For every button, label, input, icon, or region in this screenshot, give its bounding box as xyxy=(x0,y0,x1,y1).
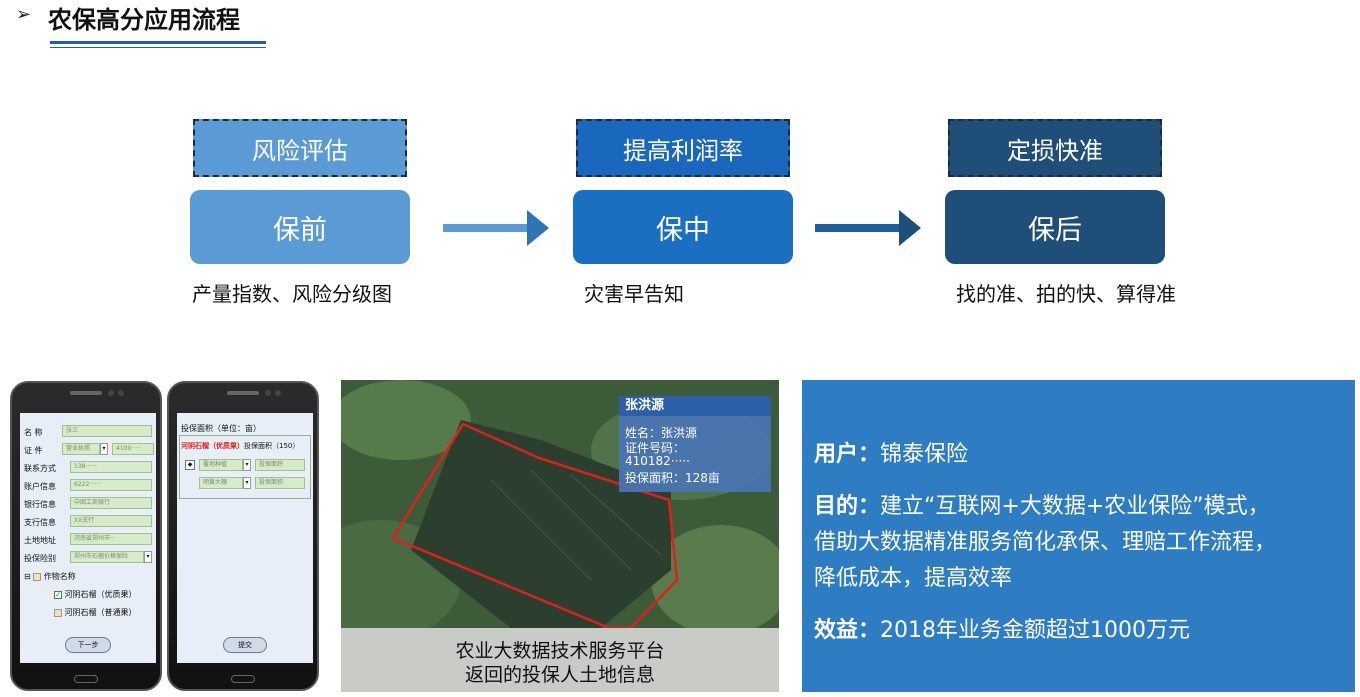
map-caption-line-1: 农业大数据技术服务平台 xyxy=(455,640,665,662)
checkbox-icon[interactable] xyxy=(54,608,62,617)
dropdown-arrow-icon[interactable]: ▾ xyxy=(144,551,152,563)
crop-name: 河阴石榴（优质果） xyxy=(181,442,244,450)
camera-icon xyxy=(108,390,114,396)
next-step-button[interactable]: 下一步 xyxy=(65,637,111,653)
map-caption-band xyxy=(341,628,779,692)
area-value: 投保面积（150） xyxy=(244,442,300,450)
area-header: 投保面积（单位：亩） xyxy=(181,424,261,433)
form-field-phone[interactable]: 138······ xyxy=(70,461,152,473)
form-label-id: 证 件 xyxy=(24,446,43,455)
flow-arrow-1-icon xyxy=(443,210,549,246)
title-underline-thin xyxy=(50,47,266,48)
phone-screen-form: 名 称 张三 证 件 营业执照 ▾ 4100····· 联系方式 138····… xyxy=(20,413,156,663)
area-group-box xyxy=(179,435,311,499)
area-sub-value[interactable]: 投保面积 xyxy=(255,477,305,489)
tree-item[interactable]: ✓ 河阴石榴（优质果） xyxy=(54,589,137,600)
stage-post-insurance: 保后 xyxy=(945,190,1165,264)
form-field-id-type[interactable]: 营业执照 xyxy=(62,443,100,455)
panel-user-line: 用户：锦泰保险 xyxy=(814,442,969,467)
tag-loss-assessment: 定损快准 xyxy=(948,119,1162,177)
tree-root-label: 作物名称 xyxy=(43,572,76,581)
form-field-insurance-type[interactable]: 郑州市石榴价格保险 xyxy=(70,551,144,563)
sensor-icon xyxy=(118,390,124,396)
form-label-branch: 支行信息 xyxy=(24,518,56,527)
info-card-line: 证件号码： xyxy=(625,441,686,455)
summary-panel: 用户：锦泰保险 目的：建立“互联网+大数据+农业保险”模式， 借助大数据精准服务… xyxy=(802,380,1355,692)
expand-icon[interactable]: ◆ xyxy=(185,460,195,470)
tag-profit-rate: 提高利润率 xyxy=(576,119,790,177)
info-card-line: 410182····· xyxy=(625,454,690,468)
area-crop-line: 河阴石榴（优质果）投保面积（150） xyxy=(181,441,299,451)
tree-collapse-icon[interactable]: ⊟ xyxy=(24,572,31,581)
form-field-land[interactable]: 河南省郑州市··· xyxy=(70,533,152,545)
stage-pre-desc: 产量指数、风险分级图 xyxy=(192,282,392,306)
title-underline xyxy=(50,41,266,44)
info-card-line: 姓名：张洪源 xyxy=(625,426,698,440)
home-button-icon[interactable] xyxy=(231,675,255,683)
panel-purpose-line: 目的：建立“互联网+大数据+农业保险”模式， xyxy=(814,494,1270,519)
camera-icon xyxy=(265,390,271,396)
area-sub-value[interactable]: 投保面积 xyxy=(255,459,305,471)
form-field-id-number[interactable]: 4100····· xyxy=(112,443,154,455)
checked-checkbox-icon[interactable]: ✓ xyxy=(54,590,62,599)
info-card-line: 投保面积：128亩 xyxy=(625,471,720,485)
dropdown-arrow-icon[interactable]: ▾ xyxy=(100,443,108,455)
form-field-account[interactable]: 6222······ xyxy=(70,479,152,491)
tree-item-label: 河阴石榴（普通果） xyxy=(64,608,137,617)
form-label-land: 土地地址 xyxy=(24,536,56,545)
form-field-bank[interactable]: 中国工商银行 xyxy=(70,497,152,509)
stage-mid-insurance: 保中 xyxy=(573,190,793,264)
phone-mockup-area: 投保面积（单位：亩） 河阴石榴（优质果）投保面积（150） ◆ 覆地种植 ▾ 投… xyxy=(167,381,319,691)
flow-arrow-2-icon xyxy=(815,210,921,246)
phone-screen-area: 投保面积（单位：亩） 河阴石榴（优质果）投保面积（150） ◆ 覆地种植 ▾ 投… xyxy=(177,413,313,663)
form-label-insurance-type: 投保险别 xyxy=(24,554,56,563)
land-boundary-outline xyxy=(391,422,679,628)
area-sub-field[interactable]: 明黄大棚 xyxy=(199,477,243,489)
tag-risk-assessment: 风险评估 xyxy=(193,119,407,177)
form-label-account: 账户信息 xyxy=(24,482,56,491)
bullet-arrow-icon: ➢ xyxy=(16,4,32,25)
dropdown-arrow-icon[interactable]: ▾ xyxy=(243,477,251,489)
tree-item-label: 河阴石榴（优质果） xyxy=(64,590,137,599)
dropdown-arrow-icon[interactable]: ▾ xyxy=(243,459,251,471)
page-title: 农保高分应用流程 xyxy=(48,6,240,34)
applicant-info-card: 张洪源 姓名：张洪源 证件号码： 410182····· 投保面积：128亩 xyxy=(619,396,771,492)
map-caption-line-2: 返回的投保人土地信息 xyxy=(464,664,655,686)
panel-purpose-line-3: 降低成本，提高效率 xyxy=(814,566,1013,591)
form-label-name: 名 称 xyxy=(24,428,43,437)
stage-pre-insurance: 保前 xyxy=(190,190,410,264)
speaker-icon xyxy=(227,391,259,395)
area-sub-field[interactable]: 覆地种植 xyxy=(199,459,243,471)
form-field-branch[interactable]: XX支行 xyxy=(70,515,152,527)
stage-mid-desc: 灾害早告知 xyxy=(584,282,684,306)
sensor-icon xyxy=(275,390,281,396)
form-label-bank: 银行信息 xyxy=(24,500,56,509)
info-card-title: 张洪源 xyxy=(619,396,771,416)
panel-purpose-line-2: 借助大数据精准服务简化承保、理赔工作流程， xyxy=(814,530,1277,555)
home-button-icon[interactable] xyxy=(74,675,98,683)
panel-benefit-line: 效益：2018年业务金额超过1000万元 xyxy=(814,618,1190,643)
speaker-icon xyxy=(70,391,102,395)
tree-item[interactable]: 河阴石榴（普通果） xyxy=(54,607,137,618)
form-field-name[interactable]: 张三 xyxy=(62,425,152,437)
checkbox-icon[interactable] xyxy=(33,572,42,581)
phone-mockup-form: 名 称 张三 证 件 营业执照 ▾ 4100····· 联系方式 138····… xyxy=(10,381,162,691)
tree-root[interactable]: ⊟ 作物名称 xyxy=(24,571,76,582)
form-label-phone: 联系方式 xyxy=(24,464,56,473)
submit-button[interactable]: 提交 xyxy=(223,637,267,653)
stage-post-desc: 找的准、拍的快、算得准 xyxy=(956,282,1176,306)
